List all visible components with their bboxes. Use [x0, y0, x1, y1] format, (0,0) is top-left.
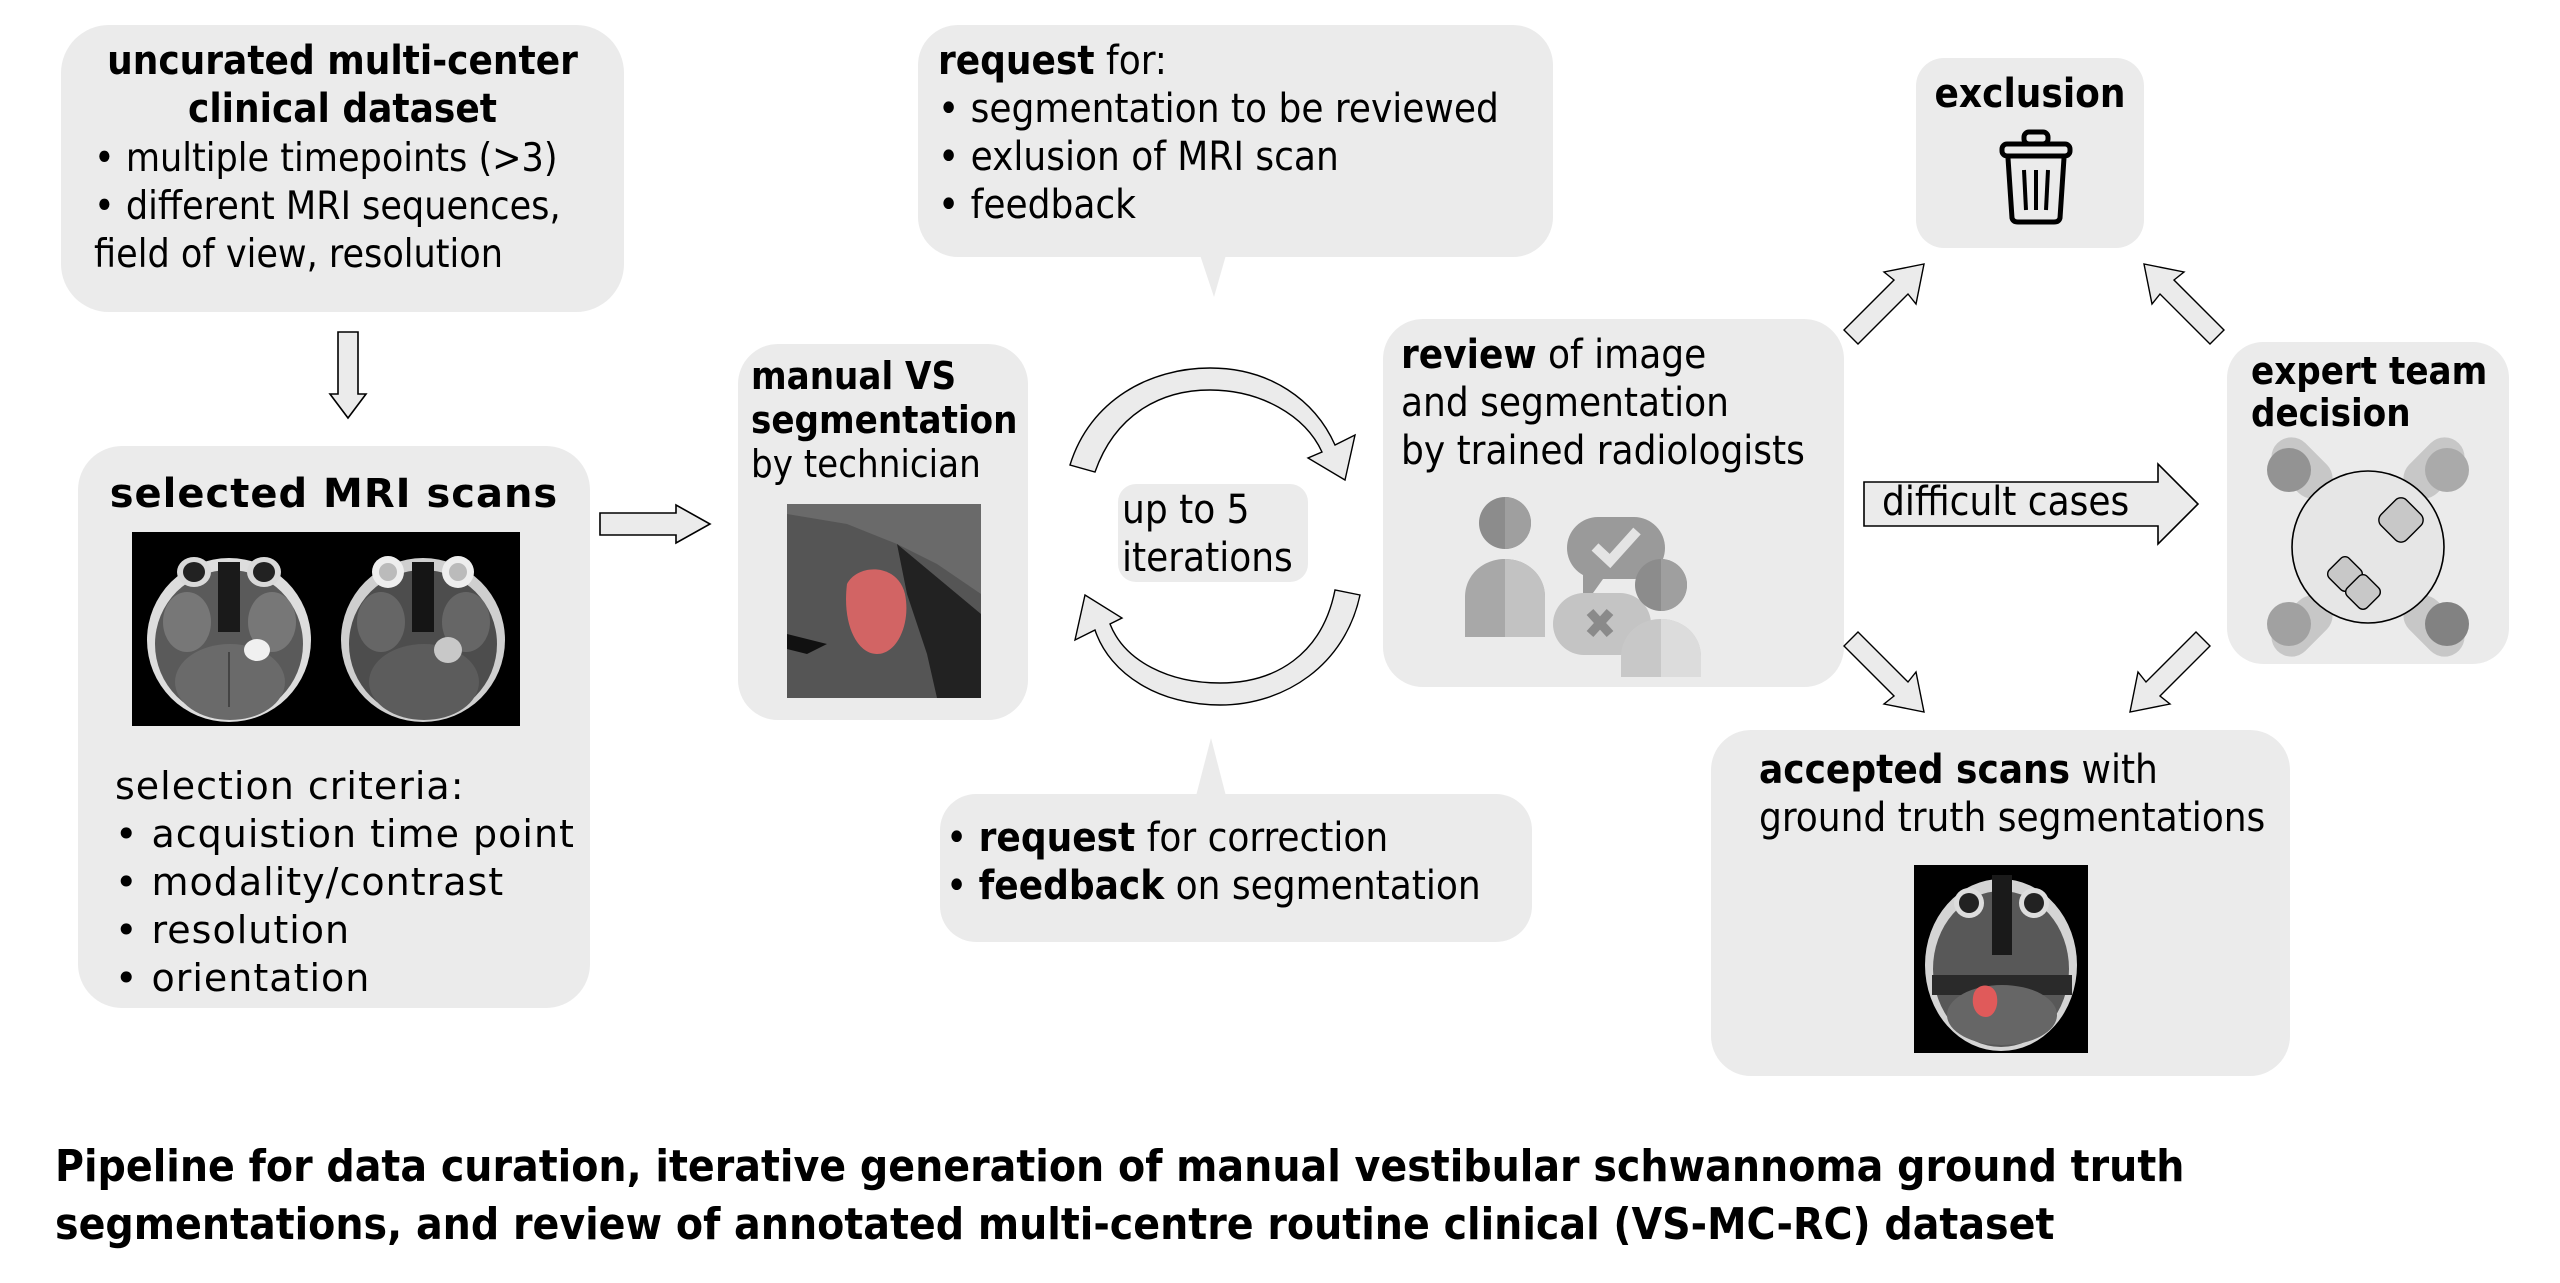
- caption-line2: segmentations, and review of annotated m…: [55, 1199, 2055, 1250]
- request-heading: request for:: [938, 37, 1499, 85]
- figure-caption: Pipeline for data curation, iterative ge…: [55, 1138, 2515, 1254]
- review-line1: review of image: [1401, 331, 1805, 379]
- team-meeting-table-icon: [2267, 437, 2469, 657]
- review-box: review of image and segmentation by trai…: [1383, 319, 1844, 687]
- manual-subtitle: by technician: [751, 442, 981, 486]
- criteria-modality: • modality/contrast: [115, 860, 505, 904]
- exclusion-box: exclusion: [1916, 58, 2144, 248]
- iterations-line1: up to 5: [1122, 487, 1250, 533]
- manual-segmentation-box: manual VS segmentation by technician: [738, 344, 1028, 720]
- arrow-down-right-icon: [1843, 631, 1925, 713]
- arrow-up-left-icon: [2143, 263, 2225, 345]
- mri-axial-t1-icon: [147, 557, 311, 722]
- correction-item-request: • request for correction: [946, 814, 1481, 862]
- accepted-bold: accepted scans: [1759, 747, 2071, 793]
- selection-criteria-label: selection criteria:: [115, 764, 465, 808]
- request-bullet-feedback: • feedback: [938, 182, 1136, 228]
- expert-title-line1: expert team: [2251, 349, 2488, 393]
- request-bubble-pointer: [1200, 255, 1226, 297]
- dataset-bullet-timepoints: • multiple timepoints (>3): [94, 136, 558, 181]
- correction-feedback-rest: on segmentation: [1164, 863, 1481, 909]
- expert-team-box: expert team decision: [2227, 342, 2509, 664]
- bullet: •: [946, 815, 979, 861]
- cycle-arrow-bottom-icon: [1073, 589, 1361, 706]
- request-bullet-review: • segmentation to be reviewed: [938, 86, 1499, 132]
- manual-title-line1: manual VS: [751, 354, 957, 398]
- selected-scans-box: selected MRI scans: [78, 446, 590, 1008]
- bullet: •: [946, 863, 979, 909]
- cycle-arrow-top-icon: [1069, 367, 1357, 482]
- correction-item-feedback: • feedback on segmentation: [946, 862, 1481, 910]
- request-bold: request: [938, 38, 1095, 84]
- criteria-resolution: • resolution: [115, 908, 351, 952]
- arrow-down-left-icon: [2129, 631, 2211, 713]
- difficult-cases-arrow: [1863, 462, 2200, 546]
- correction-request-rest: for correction: [1135, 815, 1389, 861]
- accepted-line1: accepted scans with: [1759, 746, 2265, 794]
- correction-request-bold: request: [978, 815, 1136, 861]
- accepted-line2: ground truth segmentations: [1759, 795, 2266, 841]
- correction-feedback-bold: feedback: [978, 863, 1165, 909]
- request-bubble: request for: • segmentation to be review…: [918, 25, 1553, 257]
- dataset-title-line2: clinical dataset: [188, 86, 497, 132]
- dataset-title-line1: uncurated multi-center: [107, 38, 578, 84]
- accepted-mri-image: [1914, 865, 2088, 1053]
- review-bold: review: [1401, 332, 1537, 378]
- request-bullet-exclusion: • exlusion of MRI scan: [938, 134, 1339, 180]
- mri-image-pair: [132, 532, 520, 726]
- radiologists-discussion-icon: [1465, 497, 1701, 677]
- correction-bubble: • request for correction • feedback on s…: [940, 794, 1532, 942]
- arrow-up-right-icon: [1843, 263, 1925, 345]
- difficult-cases-label: difficult cases: [1882, 479, 2130, 525]
- arrow-right-icon: [599, 503, 712, 545]
- exclusion-title: exclusion: [1934, 71, 2126, 117]
- review-line2: and segmentation: [1401, 380, 1729, 426]
- request-rest: for:: [1094, 38, 1167, 84]
- accepted-line1-rest: with: [2070, 747, 2158, 793]
- iterations-line2: iterations: [1122, 535, 1293, 581]
- correction-bubble-pointer: [1196, 738, 1226, 796]
- review-line3: by trained radiologists: [1401, 428, 1805, 474]
- dataset-bullet-continuation: field of view, resolution: [94, 232, 503, 277]
- dataset-bullet-sequences: • different MRI sequences,: [94, 184, 561, 229]
- trash-icon: [1999, 129, 2073, 225]
- criteria-acquisition: • acquistion time point: [115, 812, 575, 856]
- iterations-label-box: up to 5 iterations: [1118, 484, 1308, 582]
- segmentation-closeup-image: [787, 504, 981, 698]
- accepted-scans-box: accepted scans with ground truth segment…: [1711, 730, 2290, 1076]
- uncurated-dataset-box: uncurated multi-center clinical dataset …: [61, 25, 624, 312]
- expert-title-line2: decision: [2251, 391, 2411, 435]
- selected-scans-title: selected MRI scans: [109, 471, 559, 517]
- criteria-orientation: • orientation: [115, 956, 371, 1000]
- mri-axial-t2-icon: [341, 556, 505, 722]
- caption-line1: Pipeline for data curation, iterative ge…: [55, 1141, 2185, 1192]
- mri-axial-segmentation-icon: [1925, 875, 2077, 1051]
- manual-title-line2: segmentation: [751, 398, 1018, 442]
- arrow-down-icon: [328, 331, 368, 420]
- tumor-segmentation-icon: [787, 504, 981, 698]
- review-line1-rest: of image: [1536, 332, 1707, 378]
